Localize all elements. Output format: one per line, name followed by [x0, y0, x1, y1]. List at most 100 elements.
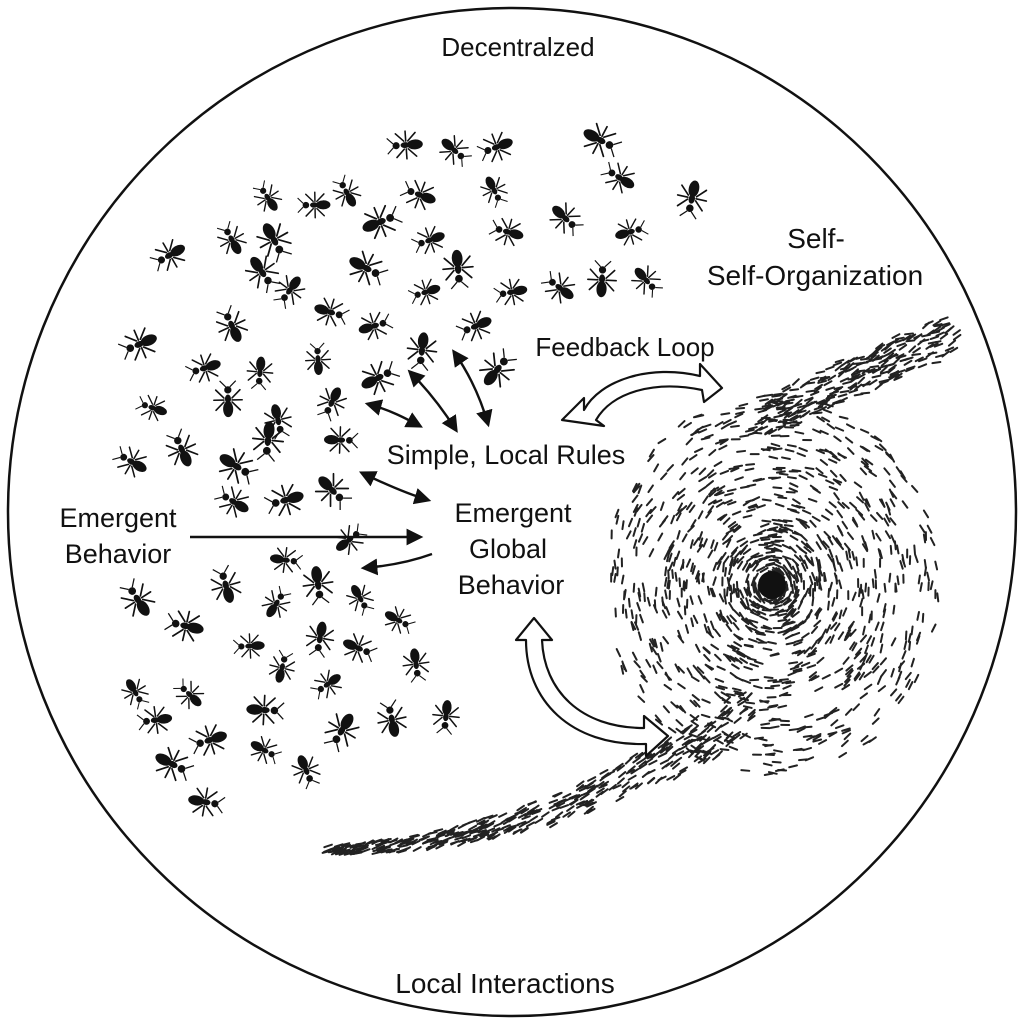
arm-ant	[880, 344, 890, 352]
vortex-ant	[694, 570, 700, 580]
tail-ant	[690, 725, 699, 733]
vortex-ant	[806, 735, 816, 741]
vortex-ant	[789, 482, 799, 488]
vortex-ant	[670, 701, 679, 709]
vortex-ant	[690, 675, 700, 683]
tail-ant	[438, 839, 449, 844]
arm-ant	[817, 406, 827, 412]
vortex-ant	[790, 631, 801, 637]
ant-icon	[168, 674, 210, 715]
ant-icon	[341, 245, 393, 292]
vortex-ant	[710, 643, 720, 651]
tail-ant	[476, 835, 486, 842]
vortex-ant	[845, 550, 849, 561]
arm-ant	[875, 344, 886, 350]
vortex-ant	[716, 560, 722, 571]
vortex-ant	[707, 472, 717, 479]
vortex-ant	[795, 562, 800, 572]
vortex-ant	[632, 539, 638, 549]
vortex-ant	[801, 509, 812, 515]
vortex-ant	[827, 587, 831, 598]
vortex-ant	[657, 437, 667, 445]
vortex-ant	[732, 556, 737, 567]
arm-ant	[917, 363, 928, 369]
vortex-ant	[651, 646, 658, 656]
tail-ant	[518, 821, 528, 828]
tail-ant	[374, 839, 384, 844]
tail-ant	[681, 739, 691, 746]
vortex-ant	[883, 582, 887, 593]
vortex-ant	[913, 544, 916, 555]
vortex-ant	[742, 705, 753, 709]
vortex-ant	[663, 550, 670, 561]
tail-ant	[630, 768, 640, 775]
tail-ant	[394, 838, 404, 845]
arm-ant	[799, 381, 809, 389]
tail-ant	[427, 831, 438, 835]
vortex-ant	[903, 640, 908, 651]
vortex-ant	[742, 548, 752, 555]
arm-ant	[764, 398, 774, 406]
vortex-ant	[802, 615, 810, 625]
vortex-ant	[885, 513, 891, 523]
tail-ant	[450, 840, 460, 845]
vortex-ant	[720, 423, 730, 430]
arm-ant	[804, 401, 814, 408]
vortex-ant	[706, 469, 715, 477]
ant-icon	[586, 259, 618, 299]
vortex-ant	[828, 581, 833, 592]
vortex-ant	[772, 556, 783, 560]
tail-ant	[570, 794, 581, 800]
vortex-ant	[772, 542, 782, 548]
vortex-ant	[930, 623, 937, 633]
vortex-ant	[746, 579, 750, 590]
vortex-ant	[727, 521, 737, 528]
tail-ant	[685, 739, 694, 746]
tail-ant	[706, 725, 715, 733]
vortex-ant	[677, 665, 685, 674]
arm-ant	[899, 357, 910, 363]
vortex-ant	[774, 599, 784, 606]
vortex-ant	[774, 502, 785, 508]
tail-ant	[657, 742, 667, 749]
vortex-ant	[777, 612, 788, 617]
vortex-ant	[873, 568, 877, 579]
arm-ant	[935, 353, 945, 359]
ant-icon	[302, 618, 338, 660]
vortex-ant	[726, 500, 737, 506]
vortex-ant	[785, 491, 796, 494]
vortex-ant	[645, 508, 653, 518]
tail-ant	[726, 736, 736, 744]
tail-ant	[595, 790, 604, 798]
vortex-ant	[690, 519, 697, 529]
vortex-ant	[778, 570, 786, 579]
vortex-ant	[765, 547, 776, 551]
tail-ant	[644, 757, 654, 765]
arm-ant	[896, 342, 906, 348]
ant-icon	[299, 563, 337, 607]
ant-icon	[328, 518, 372, 561]
vortex-ant	[759, 615, 769, 621]
vortex-ant	[741, 618, 750, 625]
vortex-ant	[785, 641, 796, 646]
vortex-ant	[752, 532, 763, 537]
vortex-ant	[743, 643, 754, 648]
tail-ant	[498, 812, 508, 818]
vortex-ant	[716, 485, 726, 492]
vortex-ant	[720, 551, 727, 561]
tail-ant	[643, 753, 653, 760]
vortex-ant	[769, 725, 780, 729]
vortex-ant	[819, 458, 829, 466]
tail-ant	[532, 808, 543, 813]
vortex-ant	[676, 530, 681, 540]
tail-ant	[382, 838, 392, 842]
vortex-ant	[726, 488, 737, 493]
vortex-ant	[847, 620, 855, 630]
vortex-ant	[849, 501, 858, 510]
vortex-ant	[727, 581, 731, 592]
outer-circle	[6, 6, 1018, 1018]
tail-ant	[333, 843, 344, 848]
vortex-ant	[853, 651, 862, 660]
vortex-ant	[880, 669, 887, 678]
vortex-ant	[703, 613, 708, 623]
